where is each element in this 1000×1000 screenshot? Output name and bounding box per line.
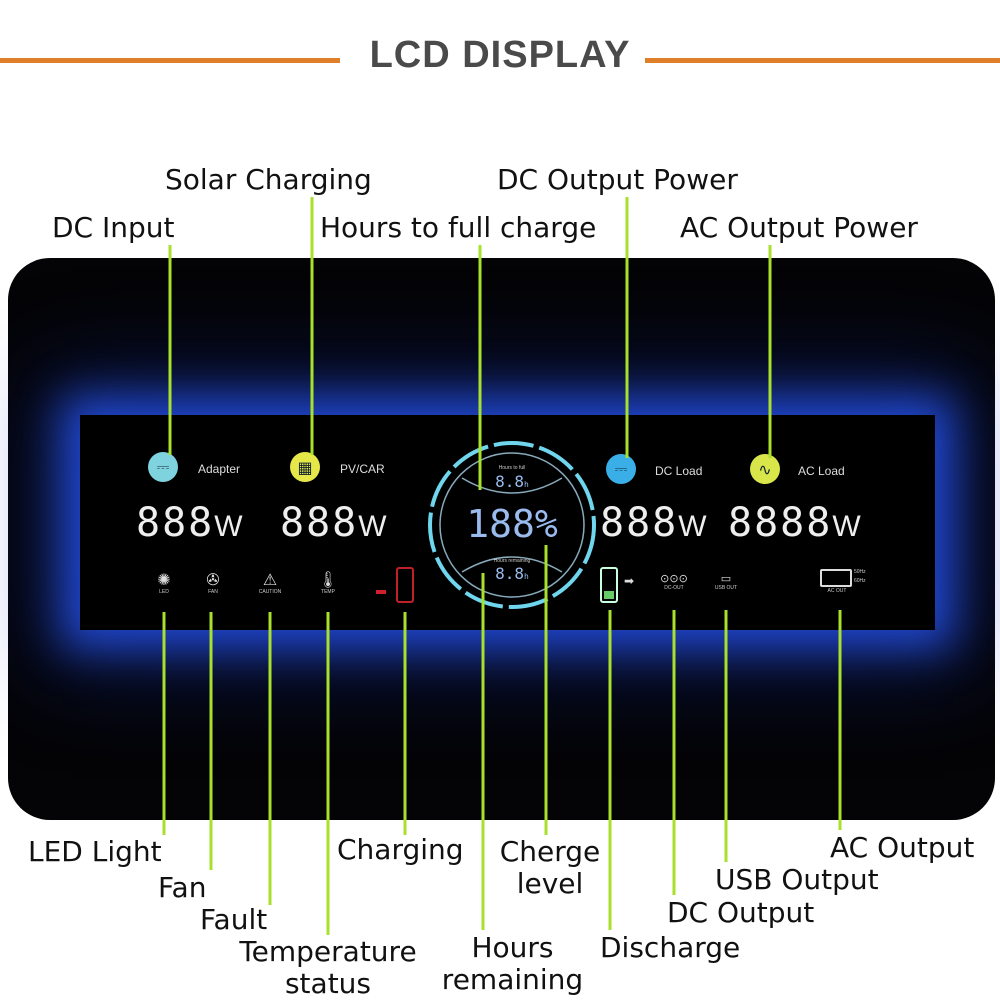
caution-text: CAUTION: [258, 589, 282, 595]
fan-icon: ✇FAN: [199, 570, 227, 595]
led-icon: ✺LED: [150, 570, 178, 595]
label-ac-output: AC Output: [830, 831, 975, 864]
gauge-outer-ring: [428, 441, 596, 609]
adapter-icon: ⎓: [148, 452, 178, 482]
label-fault: Fault: [200, 903, 268, 936]
dc-out-icon: ⊙⊙⊙DC-OUT: [656, 572, 692, 591]
fan-text: FAN: [208, 589, 218, 595]
label-solar-charging: Solar Charging: [165, 163, 372, 196]
dc-output-digits: 888: [600, 500, 679, 546]
ac-out-text: AC OUT: [827, 588, 847, 594]
hour-unit: h: [524, 480, 529, 489]
label-fan: Fan: [158, 871, 207, 904]
label-usb-output: USB Output: [715, 863, 879, 896]
ac-output-digits: 8888: [728, 500, 833, 546]
label-charging: Charging: [337, 833, 464, 866]
usb-out-text: USB OUT: [714, 585, 738, 591]
label-dc-input: DC Input: [52, 211, 175, 244]
charging-arrow-icon: [376, 590, 386, 594]
unit-w: W: [678, 510, 707, 543]
label-hours-to-full: Hours to full charge: [320, 211, 597, 244]
pv-car-label: PV/CAR: [340, 462, 385, 476]
dc-load-label: DC Load: [655, 464, 703, 478]
hours-remaining-label: Hours remaining: [493, 558, 531, 564]
label-hours-remaining-line2: remaining: [441, 963, 584, 996]
temp-text: TEMP: [321, 589, 335, 595]
solar-panel-icon: ▦: [290, 452, 320, 482]
title-rule-left: [0, 58, 340, 63]
label-ac-output-power: AC Output Power: [680, 211, 918, 244]
hours-full-label: Hours to full: [498, 465, 526, 471]
unit-w: W: [358, 510, 387, 543]
discharge-battery-icon: [600, 567, 618, 603]
gauge-top-arc: [461, 477, 563, 494]
hours-remaining-digits: 8.8: [495, 564, 525, 583]
gauge-bottom-arc: [461, 556, 563, 573]
page-title: LCD DISPLAY: [369, 34, 631, 76]
hz-50-text: 50Hz: [854, 569, 866, 575]
led-text: LED: [159, 589, 169, 595]
unit-w: W: [832, 510, 861, 543]
label-temperature-line1: Temperature: [239, 935, 417, 968]
gauge-inner-ring: [439, 452, 585, 598]
hours-full-value: 8.8h: [472, 472, 552, 491]
charge-percent: 188%: [466, 502, 558, 546]
usb-out-icon: ▭USB OUT: [708, 572, 744, 591]
charging-battery-icon: [396, 567, 414, 603]
label-charge-level-line2: level: [516, 867, 584, 900]
ac-load-icon: ∿: [750, 454, 780, 484]
label-charge-level-line1: Cherge: [499, 835, 601, 868]
caution-icon: ⚠CAUTION: [254, 570, 286, 595]
label-temperature-line2: status: [284, 967, 372, 1000]
hours-remaining-value: 8.8h: [472, 564, 552, 583]
hour-unit: h: [524, 572, 529, 581]
dc-input-digits: 888: [136, 500, 215, 546]
hours-full-digits: 8.8: [495, 472, 525, 491]
label-led-light: LED Light: [28, 835, 162, 868]
label-hours-remaining-line1: Hours: [471, 931, 554, 964]
label-discharge: Discharge: [600, 931, 741, 964]
ac-outlet-icon: [820, 569, 852, 587]
title-rule-right: [645, 58, 1000, 63]
thermometer-icon: 🌡︎TEMP: [314, 570, 342, 595]
label-dc-output-power: DC Output Power: [497, 163, 738, 196]
dc-out-text: DC-OUT: [664, 585, 684, 591]
adapter-label: Adapter: [198, 462, 241, 476]
lcd-screen: [80, 415, 935, 630]
dc-load-icon: ⎓: [606, 454, 636, 484]
unit-w: W: [214, 510, 243, 543]
solar-digits: 888: [280, 500, 359, 546]
ac-load-label: AC Load: [798, 464, 845, 478]
label-dc-output: DC Output: [667, 896, 815, 929]
hz-60-text: 60Hz: [854, 578, 866, 584]
discharge-arrow-icon: ➡: [624, 574, 635, 588]
